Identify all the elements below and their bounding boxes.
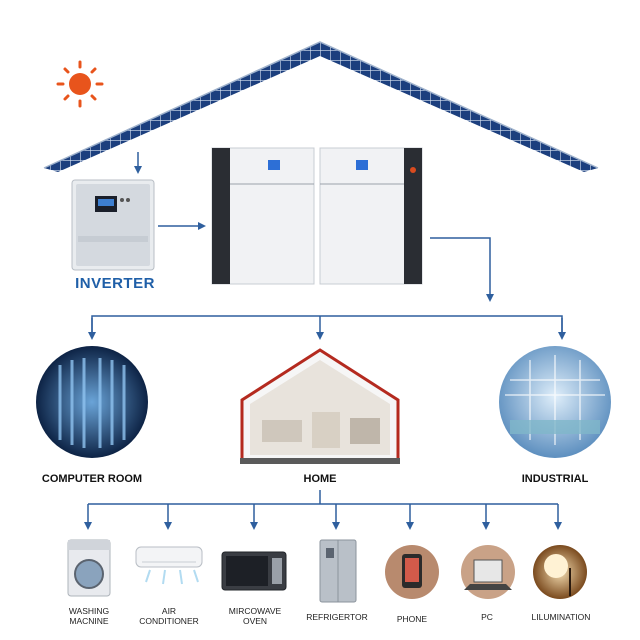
industrial-image (499, 346, 611, 458)
computer-room-label: COMPUTER ROOM (41, 473, 143, 485)
appliance-label-refrigerator: REFRIGERTOR (306, 612, 368, 622)
home-label: HOME (303, 473, 337, 485)
solar-roof-panels (43, 41, 599, 172)
appliance-label-pc: PC (481, 612, 493, 622)
appliance-label-phone: PHONE (396, 614, 428, 624)
air-conditioner-icon (135, 546, 203, 585)
refrigerator-icon (319, 539, 357, 603)
inverter-label: INVERTER (75, 275, 155, 292)
arrow-battery-to-distribution (430, 237, 494, 302)
computer-room-image (36, 346, 148, 458)
flow-arrows-bottom (84, 490, 562, 530)
appliance-label-lamp: LILUMINATION (531, 612, 591, 622)
microwave-oven-icon (221, 551, 287, 591)
inverter-device (71, 179, 155, 271)
pc-icon (461, 545, 515, 599)
appliance-label-microwave-oven: MIRCOWAVE OVEN (228, 606, 282, 626)
battery-pack-right (319, 147, 423, 285)
home-image (240, 348, 400, 464)
appliance-label-washing-machine: WASHING MACNINE (68, 606, 110, 626)
distribution-bus-top (91, 315, 563, 334)
flow-arrows-top (88, 152, 566, 340)
phone-icon (385, 545, 439, 599)
appliance-label-air-conditioner: AIR CONDITIONER (139, 606, 199, 626)
industrial-label: INDUSTRIAL (521, 473, 589, 485)
sun-icon (56, 60, 104, 108)
washing-machine-icon (67, 539, 111, 597)
battery-pack-left (211, 147, 315, 285)
lamp-icon (533, 545, 587, 599)
